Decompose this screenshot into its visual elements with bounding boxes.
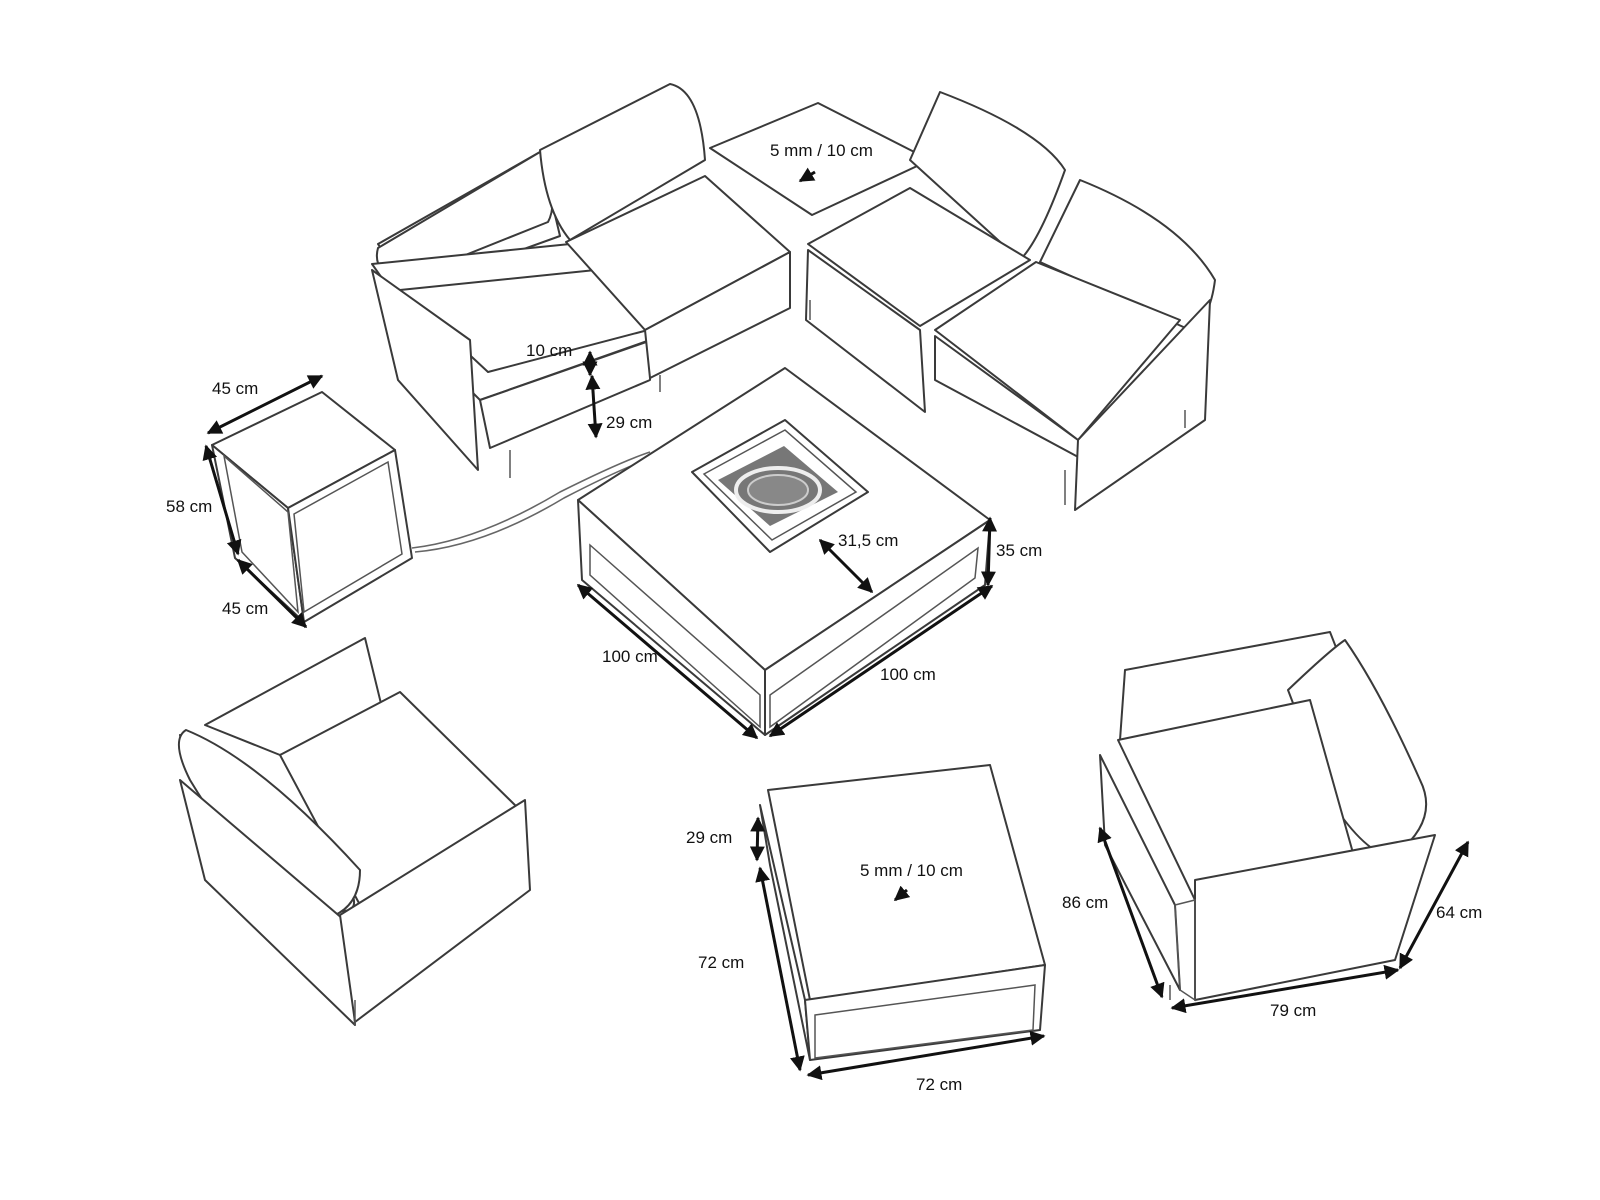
label-sofa-thickness: 5 mm / 10 cm xyxy=(770,141,873,160)
label-firepit-height: 35 cm xyxy=(996,541,1042,560)
sectional-sofa xyxy=(371,83,1216,511)
dim-line-side-table-top xyxy=(206,374,324,435)
label-ottoman-thickness: 5 mm / 10 cm xyxy=(860,861,963,880)
dim-line-chair-height xyxy=(1097,826,1165,999)
label-sofa-cushion: 10 cm xyxy=(526,341,572,360)
dimension-labels: 5 mm / 10 cm 10 cm 29 cm 45 cm 58 cm 45 … xyxy=(166,141,1482,1094)
sofa-module-right-end xyxy=(934,179,1216,511)
dim-line-chair-depth xyxy=(1398,840,1470,970)
dim-arrow-sofa-thickness xyxy=(798,167,816,183)
fire-burner xyxy=(691,419,869,553)
dim-line-ottoman-depth xyxy=(755,866,805,1072)
label-chair-depth: 64 cm xyxy=(1436,903,1482,922)
dim-line-side-table-depth xyxy=(236,558,308,629)
dim-line-ottoman-cushion xyxy=(749,816,766,862)
label-firepit-depth: 100 cm xyxy=(602,647,658,666)
dim-line-sofa-seat xyxy=(585,374,603,439)
dim-line-chair-width xyxy=(1170,964,1400,1014)
label-chair-width: 79 cm xyxy=(1270,1001,1316,1020)
label-ottoman-cushion: 29 cm xyxy=(686,828,732,847)
lounge-chair-left xyxy=(178,637,531,1026)
label-side-table-top: 45 cm xyxy=(212,379,258,398)
sofa-module-left-middle xyxy=(539,83,791,392)
label-firepit-width: 100 cm xyxy=(880,665,936,684)
label-ottoman-depth: 72 cm xyxy=(698,953,744,972)
dim-line-firepit-depth xyxy=(576,583,759,740)
sofa-module-left-end xyxy=(371,151,653,478)
dimension-lines xyxy=(202,167,1470,1081)
label-sofa-seat-height: 29 cm xyxy=(606,413,652,432)
label-firepit-inset: 31,5 cm xyxy=(838,531,898,550)
label-side-table-depth: 45 cm xyxy=(222,599,268,618)
sofa-module-right-middle xyxy=(805,91,1066,413)
ottoman xyxy=(759,764,1046,1061)
lounge-chair-right xyxy=(1099,631,1436,1002)
dim-line-side-table-height xyxy=(202,444,242,556)
label-side-table-height: 58 cm xyxy=(166,497,212,516)
label-chair-height: 86 cm xyxy=(1062,893,1108,912)
dim-line-firepit-width xyxy=(768,584,994,738)
dim-arrow-ottoman-thickness xyxy=(893,885,911,902)
dim-line-ottoman-width xyxy=(806,1030,1046,1081)
label-ottoman-width: 72 cm xyxy=(916,1075,962,1094)
dim-line-firepit-inset xyxy=(818,538,874,594)
dim-line-firepit-height xyxy=(980,516,998,587)
